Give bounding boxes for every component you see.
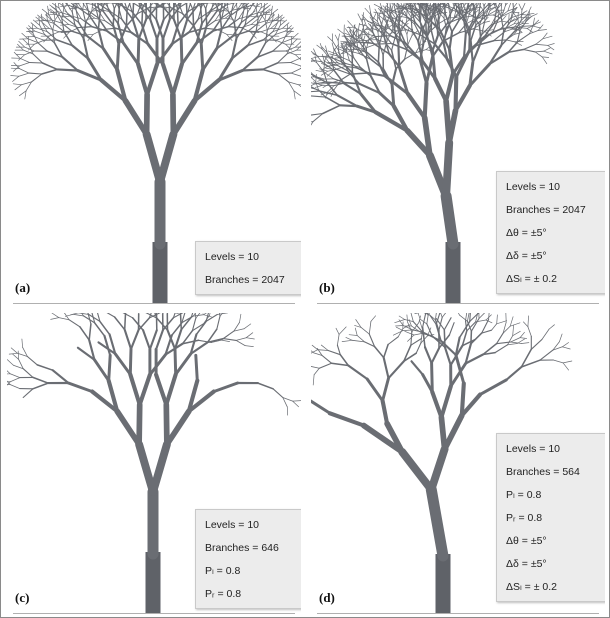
info-branches: Branches = 2047: [205, 274, 285, 286]
info-box-a: Levels = 10 Branches = 2047: [195, 241, 301, 295]
panel-label-b: (b): [319, 280, 335, 295]
info-delta-delta: Δδ = ±5°: [506, 558, 547, 570]
info-prob-left: Pₗ = 0.8: [205, 565, 241, 577]
tree-b-illustration: [311, 3, 555, 304]
tree-c-illustration: [7, 313, 301, 614]
panel-label-d: (d): [319, 590, 335, 605]
tree-a-illustration: [10, 3, 301, 304]
info-levels: Levels = 10: [506, 181, 560, 193]
info-prob-right: Pᵣ = 0.8: [506, 512, 543, 524]
info-levels: Levels = 10: [205, 519, 259, 531]
panel-b: Levels = 10 Branches = 2047 Δθ = ±5° Δδ …: [311, 3, 605, 304]
info-delta-theta: Δθ = ±5°: [506, 227, 547, 239]
info-box-d: Levels = 10 Branches = 564 Pₗ = 0.8 Pᵣ =…: [496, 433, 605, 602]
info-box-c: Levels = 10 Branches = 646 Pₗ = 0.8 Pᵣ =…: [195, 509, 301, 609]
info-branches: Branches = 564: [506, 466, 580, 478]
panel-c: Levels = 10 Branches = 646 Pₗ = 0.8 Pᵣ =…: [7, 313, 301, 614]
info-box-b: Levels = 10 Branches = 2047 Δθ = ±5° Δδ …: [496, 171, 605, 294]
panel-divider: [13, 303, 295, 304]
info-delta-theta: Δθ = ±5°: [506, 535, 547, 547]
info-branches: Branches = 646: [205, 542, 279, 554]
info-prob-right: Pᵣ = 0.8: [205, 588, 242, 600]
panel-label-c: (c): [15, 590, 30, 605]
info-delta-delta: Δδ = ±5°: [506, 250, 547, 262]
info-branches: Branches = 2047: [506, 204, 586, 216]
tree-d-illustration: [311, 313, 573, 614]
panel-a: Levels = 10 Branches = 2047 (a): [7, 3, 301, 304]
info-prob-left: Pₗ = 0.8: [506, 489, 542, 501]
panel-d: Levels = 10 Branches = 564 Pₗ = 0.8 Pᵣ =…: [311, 313, 605, 614]
panel-divider: [317, 613, 599, 614]
panel-divider: [13, 613, 295, 614]
info-levels: Levels = 10: [506, 443, 560, 455]
panel-label-a: (a): [15, 280, 31, 295]
info-delta-s: ΔSₗ = ± 0.2: [506, 581, 558, 593]
info-levels: Levels = 10: [205, 251, 259, 263]
info-delta-s: ΔSₗ = ± 0.2: [506, 273, 558, 285]
panel-divider: [317, 303, 599, 304]
